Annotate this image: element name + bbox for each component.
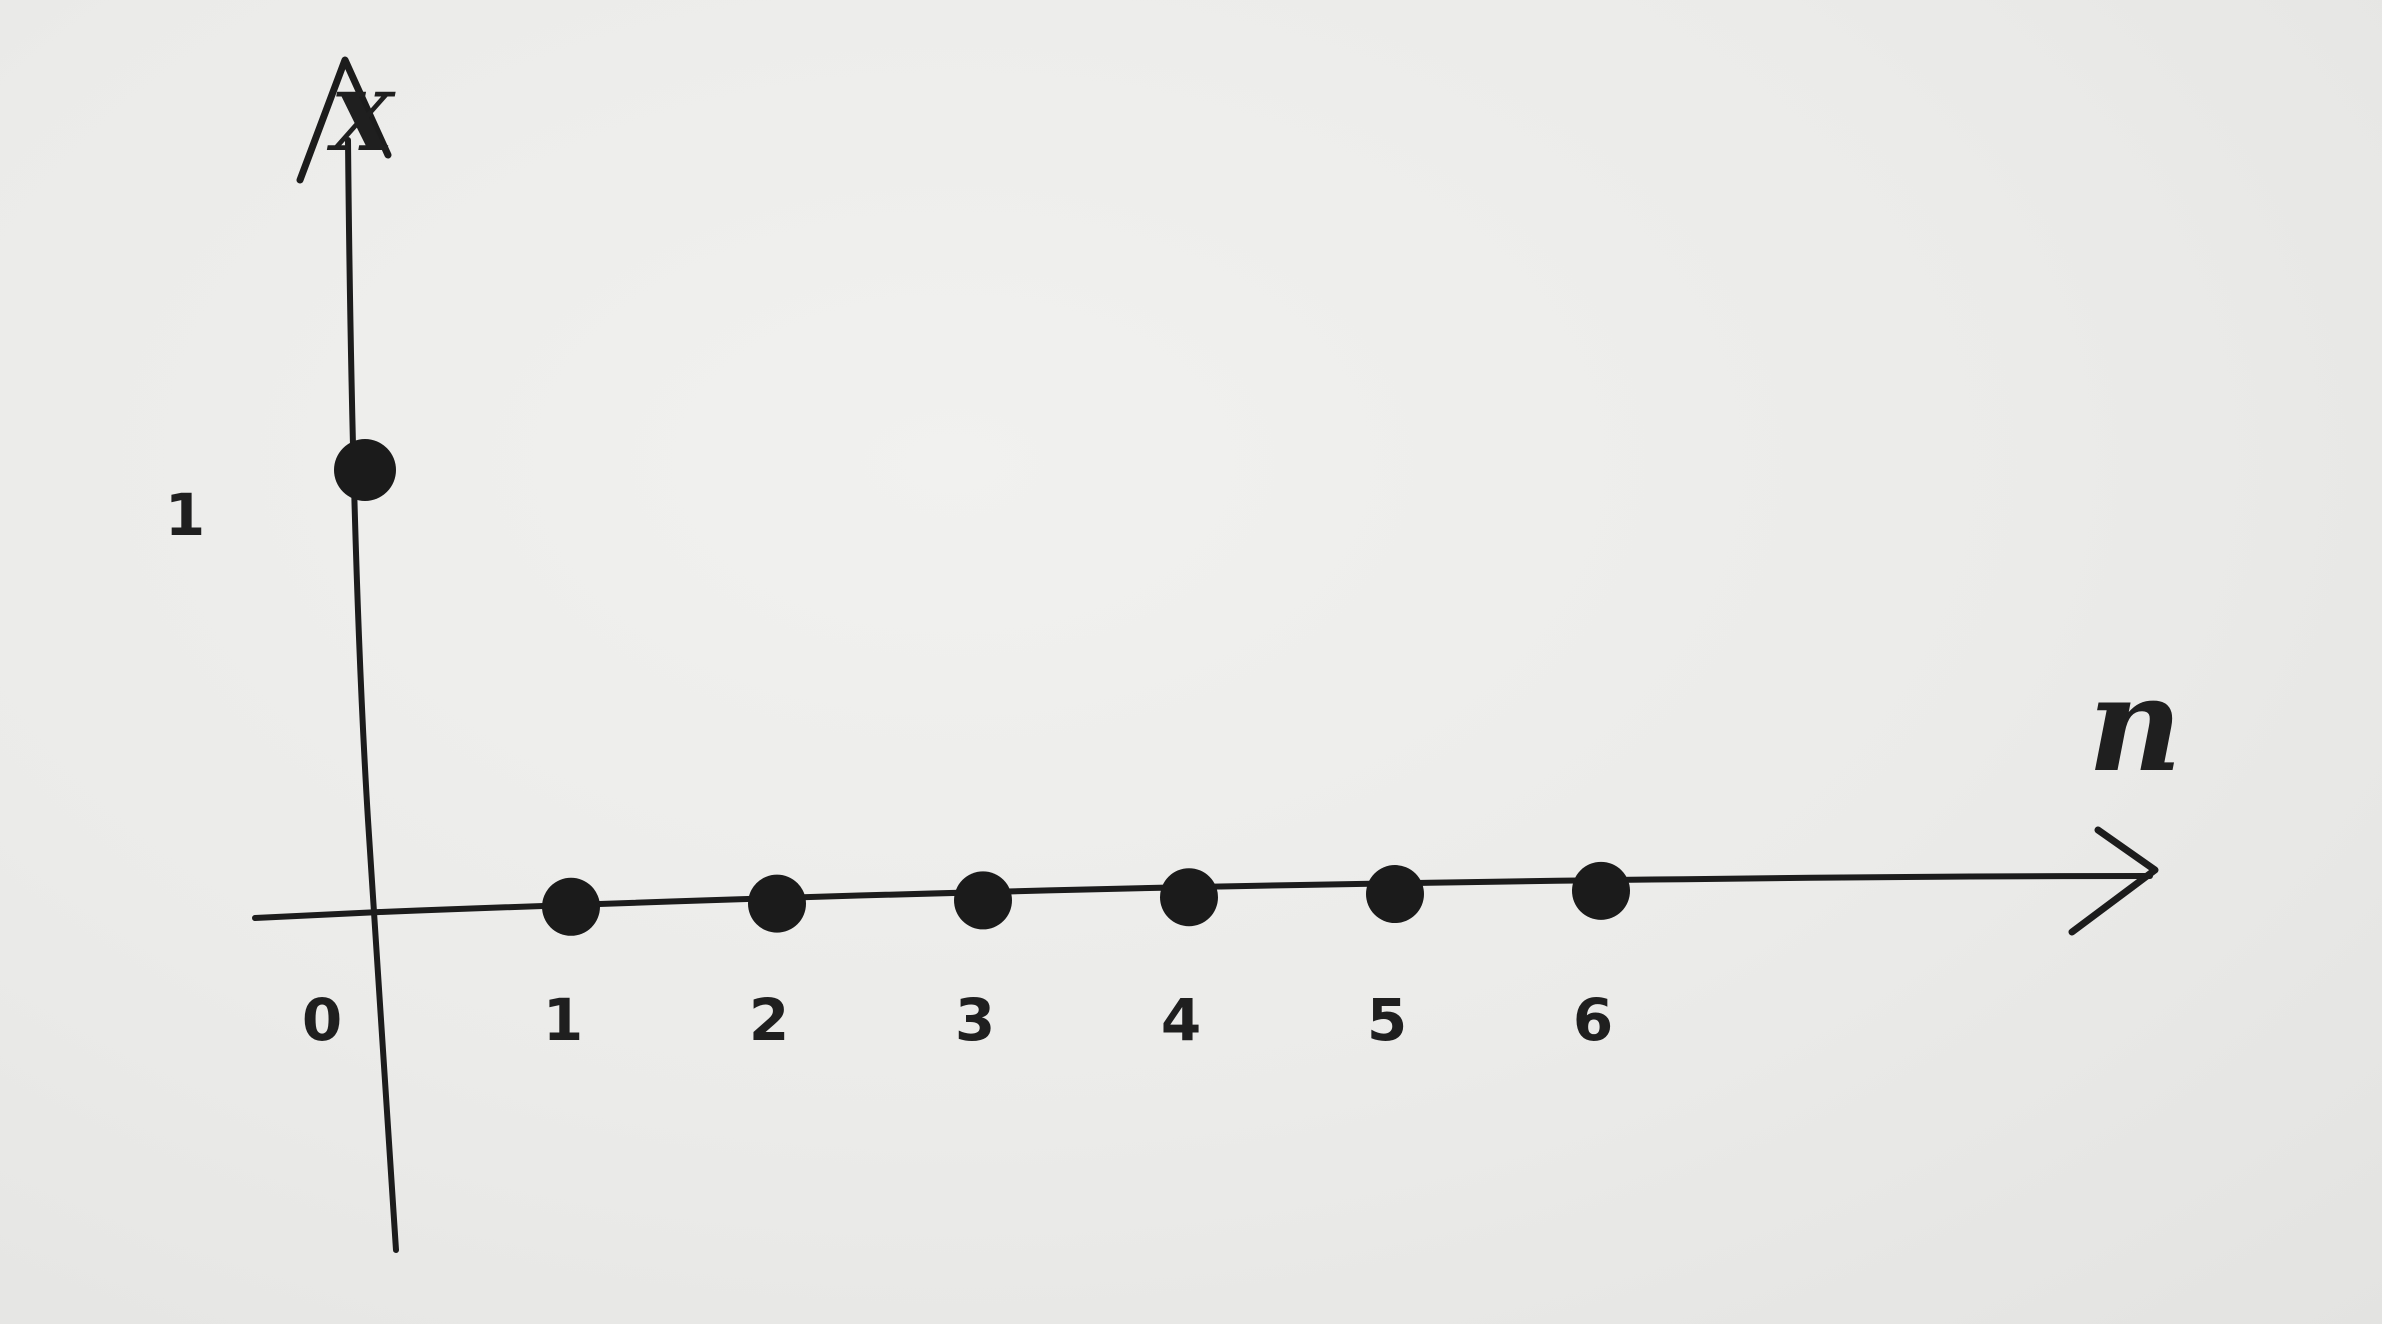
x-tick-labels: 0 1 2 3 4 5 6 — [302, 986, 1613, 1054]
x-axis: n — [252, 648, 2183, 936]
x-tick-label-4: 4 — [1161, 986, 1201, 1054]
x-axis-line — [252, 873, 2153, 921]
x-tick-label-2: 2 — [749, 986, 789, 1054]
x-tick-label-5: 5 — [1367, 986, 1407, 1054]
y-tick-labels: 1 — [165, 481, 205, 549]
x-axis-arrowhead — [2068, 826, 2159, 936]
y-axis-line — [345, 137, 399, 1253]
y-axis-arrowhead — [296, 56, 392, 184]
data-point-3 — [954, 871, 1012, 930]
y-tick-label-1: 1 — [165, 481, 205, 549]
data-point-2 — [748, 874, 806, 933]
data-point-0 — [334, 439, 396, 501]
x-tick-label-6: 6 — [1573, 986, 1613, 1054]
x-tick-label-3: 3 — [955, 986, 995, 1054]
data-point-5 — [1366, 865, 1424, 924]
y-axis: X — [296, 56, 399, 1253]
y-axis-label: X — [326, 75, 396, 169]
x-tick-label-0: 0 — [302, 986, 342, 1054]
data-point-1 — [542, 877, 600, 936]
data-point-4 — [1160, 868, 1218, 927]
data-points — [334, 439, 1630, 936]
x-tick-label-1: 1 — [543, 986, 583, 1054]
x-axis-label: n — [2088, 648, 2183, 801]
data-point-6 — [1572, 861, 1630, 920]
